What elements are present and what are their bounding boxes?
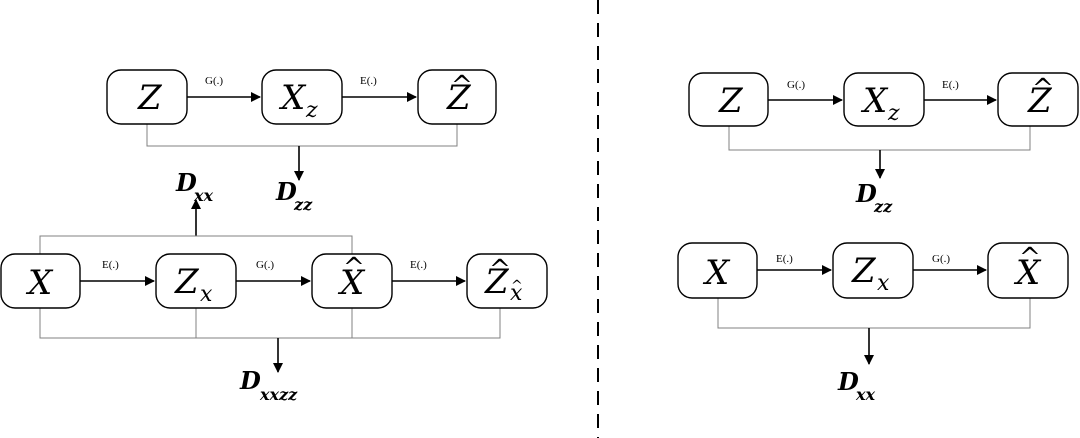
edge-e-label: E(.) <box>102 259 119 271</box>
loss-dxxzz: D xxzz <box>239 366 298 404</box>
svg-text:D: D <box>175 168 197 197</box>
hat-accent: ^ <box>1032 74 1054 104</box>
right-top-chain: G(.) E(.) Z X z Z ^ D zz <box>688 72 1079 216</box>
left-panel: G(.) E(.) Z X z Z ^ D zz <box>0 69 548 404</box>
hat-accent: ^ <box>489 255 511 285</box>
wire-zz-feedback <box>728 126 1031 151</box>
node-z: Z <box>106 69 188 125</box>
svg-text:z: z <box>887 101 900 126</box>
svg-text:Z: Z <box>174 262 200 302</box>
node-z-hat-x-hat: Z ^ x ^ <box>466 253 548 309</box>
svg-text:X: X <box>702 253 731 293</box>
loss-dxx-left: D xx <box>175 168 214 236</box>
hat-accent: ^ <box>451 71 473 101</box>
svg-text:x: x <box>510 281 523 306</box>
edge-g-label: G(.) <box>932 253 950 265</box>
node-z-hat: Z ^ <box>417 69 497 125</box>
widehat-accent: ^ <box>1019 243 1041 273</box>
loss-dzz: D zz <box>855 179 893 216</box>
node-z-x: Z x <box>832 242 914 299</box>
svg-text:Z: Z <box>1027 81 1053 121</box>
right-bottom-chain: E(.) G(.) X Z x X ^ D xx <box>677 242 1069 404</box>
wire-xxzz-feedback <box>39 308 501 339</box>
svg-text:D: D <box>837 367 859 396</box>
svg-text:D: D <box>275 177 297 206</box>
edge-e-label: E(.) <box>776 253 793 265</box>
node-x: X <box>677 242 758 299</box>
edge-g-label: G(.) <box>787 79 805 91</box>
node-x-hat: X ^ <box>987 242 1069 299</box>
svg-text:Z: Z <box>137 78 163 118</box>
svg-text:xxzz: xxzz <box>259 385 298 404</box>
edge-g-label: G(.) <box>205 75 223 87</box>
svg-text:X: X <box>860 81 889 121</box>
wire-xx-feedback <box>39 235 353 254</box>
node-x-z: X z <box>261 69 343 125</box>
node-z: Z <box>688 72 769 127</box>
wire-xx-feedback <box>717 298 1031 329</box>
svg-text:zz: zz <box>873 197 893 216</box>
edge-e-label: E(.) <box>360 75 377 87</box>
widehat-accent: ^ <box>343 253 365 283</box>
node-x: X <box>0 253 81 309</box>
svg-text:x: x <box>877 271 890 296</box>
svg-text:Z: Z <box>718 81 744 121</box>
node-x-hat: X ^ <box>311 253 393 309</box>
left-bottom-chain: E(.) G(.) E(.) X Z x X ^ <box>0 235 548 404</box>
node-z-hat: Z ^ <box>997 72 1079 127</box>
svg-text:X: X <box>1013 253 1042 293</box>
right-panel: G(.) E(.) Z X z Z ^ D zz <box>677 72 1079 404</box>
svg-text:zz: zz <box>293 195 313 214</box>
svg-text:x: x <box>200 282 213 307</box>
svg-text:xx: xx <box>193 186 214 205</box>
loss-dzz: D zz <box>275 177 313 214</box>
node-z-x: Z x <box>155 253 237 309</box>
svg-text:Z: Z <box>484 262 510 302</box>
svg-text:D: D <box>855 179 877 208</box>
edge-e-label: E(.) <box>410 259 427 271</box>
svg-text:X: X <box>278 78 307 118</box>
svg-text:X: X <box>25 263 54 303</box>
hat-accent-small: ^ <box>511 278 523 294</box>
wire-zz-feedback <box>146 124 458 147</box>
left-top-chain: G(.) E(.) Z X z Z ^ D zz <box>106 69 497 214</box>
svg-text:xx: xx <box>855 385 876 404</box>
svg-text:z: z <box>305 98 318 123</box>
loss-dxx: D xx <box>837 367 876 404</box>
svg-text:X: X <box>337 263 366 303</box>
svg-text:D: D <box>239 366 261 395</box>
svg-text:Z: Z <box>851 251 877 291</box>
svg-text:Z: Z <box>446 78 472 118</box>
edge-e-label: E(.) <box>942 79 959 91</box>
node-x-z: X z <box>843 72 925 127</box>
edge-g-label: G(.) <box>256 259 274 271</box>
